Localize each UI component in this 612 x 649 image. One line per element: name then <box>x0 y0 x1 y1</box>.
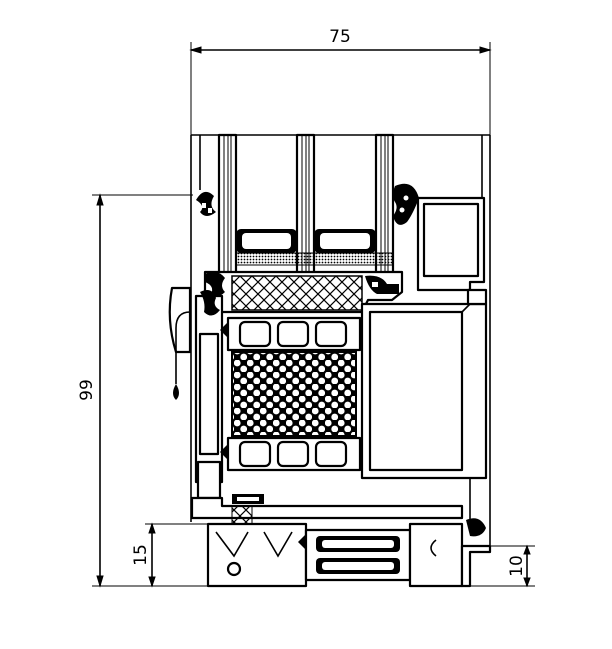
sill-height-dimension: 15 <box>131 522 215 588</box>
glass-spacers <box>235 229 394 266</box>
right-sill-dimension-label: 10 <box>507 555 527 577</box>
honeycomb-insulation <box>231 351 357 437</box>
width-dimension: 75 <box>189 27 492 135</box>
height-dimension-label: 99 <box>77 379 97 401</box>
frame-bottom-rail <box>190 494 464 527</box>
width-dimension-label: 75 <box>329 27 351 47</box>
thermal-break-upper <box>220 316 368 352</box>
sill-profile <box>206 518 492 588</box>
thermal-break-lower <box>220 436 368 472</box>
frame-right-chamber <box>360 288 488 520</box>
sash-left-profile <box>194 290 224 500</box>
sill-height-dimension-label: 15 <box>131 544 151 566</box>
height-dimension: 99 <box>77 193 215 588</box>
handle-drip-detail <box>168 286 192 400</box>
frame-upper-chamber <box>416 196 486 292</box>
right-sill-dimension: 10 <box>470 544 535 588</box>
glazing-gaskets <box>196 183 419 225</box>
